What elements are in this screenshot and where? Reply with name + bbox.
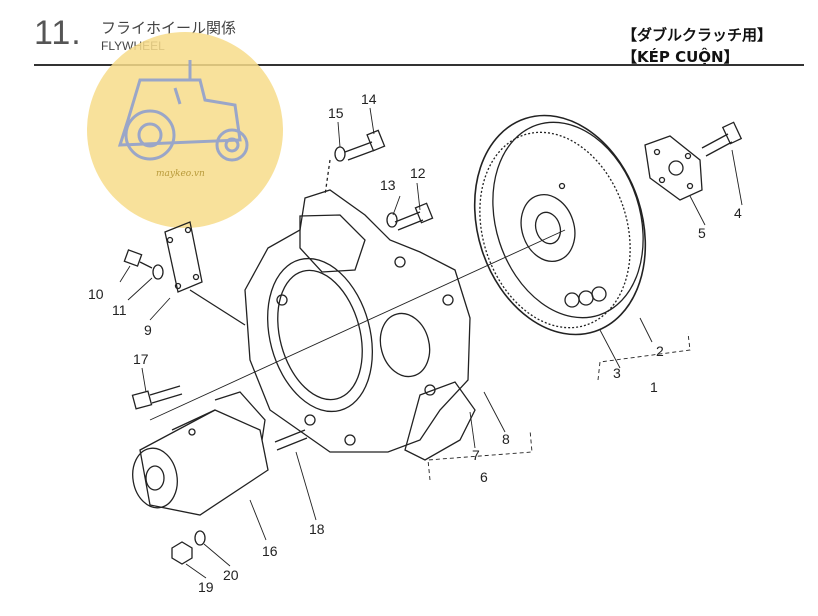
part-label-9: 9: [144, 322, 152, 338]
part-label-3: 3: [613, 365, 621, 381]
washer-13: [386, 212, 398, 228]
part-label-18: 18: [309, 521, 325, 537]
flywheel-housing: [244, 189, 476, 461]
part-label-11: 11: [112, 302, 127, 318]
part-labels: 1 2 3 4 5 6 7 8 9 10 11 12 13 14 15 16 1…: [88, 91, 742, 595]
leader-lines: [119, 107, 743, 579]
part-label-12: 12: [410, 165, 426, 181]
part-label-6: 6: [480, 469, 488, 485]
part-label-14: 14: [361, 91, 377, 107]
part-label-19: 19: [198, 579, 214, 595]
cover-plate-9: [164, 221, 246, 326]
section-number: 11.: [34, 14, 82, 52]
bolt-17: [131, 385, 183, 410]
section-title-jp: フライホイール関係: [101, 19, 237, 37]
variant-tag-jp: 【ダブルクラッチ用】: [622, 26, 773, 44]
bolt-14: [344, 129, 386, 161]
part-label-7: 7: [472, 447, 480, 463]
part-label-4: 4: [734, 205, 742, 221]
watermark-text: maykeo.vn: [156, 169, 205, 179]
washer-11: [152, 264, 164, 280]
part-label-13: 13: [380, 177, 396, 193]
watermark: maykeo.vn: [87, 32, 283, 228]
flywheel-plate: [644, 135, 703, 201]
part-label-16: 16: [262, 543, 278, 559]
nut-19: [171, 541, 193, 565]
part-label-20: 20: [223, 567, 239, 583]
starter-motor: [132, 391, 269, 516]
tractor-logo-icon: [117, 60, 249, 162]
header-rule: [34, 64, 804, 66]
bolt-4: [701, 121, 743, 157]
part-label-5: 5: [698, 225, 706, 241]
part-label-15: 15: [328, 105, 344, 121]
flywheel-ring-gear: [473, 114, 647, 336]
part-label-17: 17: [133, 351, 149, 367]
part-label-1: 1: [650, 379, 658, 395]
washer-20: [194, 530, 206, 546]
bolt-10: [123, 249, 153, 269]
part-label-8: 8: [502, 431, 510, 447]
bolt-12: [394, 202, 434, 231]
line-art: [119, 107, 743, 579]
part-label-2: 2: [656, 343, 664, 359]
stud-18: [274, 429, 308, 451]
part-label-10: 10: [88, 286, 104, 302]
washer-15: [334, 146, 346, 162]
variant-tag-vn: 【KÉP CUỘN】: [622, 48, 739, 66]
